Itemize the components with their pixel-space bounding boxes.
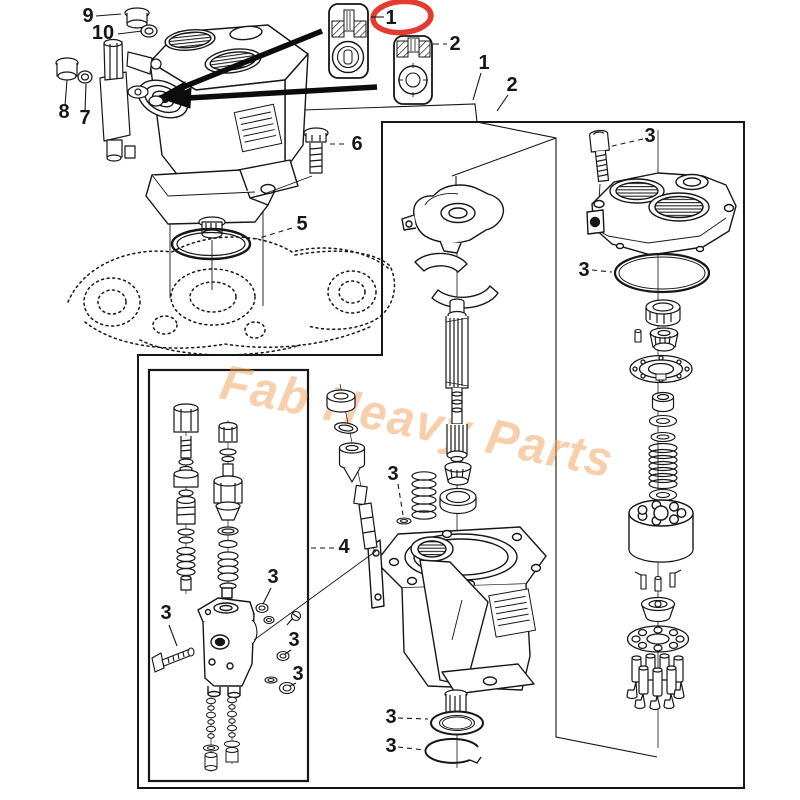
snap-ring-3 bbox=[424, 737, 482, 764]
red-highlight-ellipse bbox=[370, 0, 434, 36]
plug-item8 bbox=[55, 57, 93, 84]
small-washer-3 bbox=[396, 517, 412, 525]
detent-stacks bbox=[203, 696, 240, 772]
valve-body bbox=[197, 587, 258, 699]
callout-3-bolt: 3 bbox=[160, 602, 171, 624]
arrow-plate1-to-port bbox=[174, 28, 324, 93]
bearing-cone-gear bbox=[649, 327, 679, 352]
bearing-shells bbox=[414, 252, 499, 309]
valve-assembly-exploded bbox=[151, 403, 302, 772]
housing-label-plate bbox=[488, 588, 537, 638]
install-arrows bbox=[158, 28, 378, 109]
pump-label-plate bbox=[233, 103, 283, 153]
plug-item9 bbox=[124, 7, 158, 38]
pump-exploded-view bbox=[367, 129, 737, 768]
relief-to-body-leader bbox=[253, 550, 377, 641]
assembled-pump-view bbox=[55, 7, 396, 356]
bolt6-leader bbox=[263, 175, 313, 195]
relief-valve-stack bbox=[253, 383, 378, 641]
spring-washer bbox=[648, 488, 678, 502]
arrow-plate2-to-port bbox=[187, 84, 378, 101]
retainer-cup bbox=[640, 596, 676, 623]
valve-mount-bolt-3 bbox=[151, 647, 195, 673]
end-cover bbox=[586, 172, 737, 256]
callout-3-nut-a: 3 bbox=[267, 566, 278, 588]
cover-o-ring-3 bbox=[613, 252, 711, 294]
callout-5: 5 bbox=[296, 213, 307, 235]
callout-2-box: 2 bbox=[506, 74, 517, 96]
callout-10: 10 bbox=[92, 22, 114, 44]
retainer-plate bbox=[626, 625, 690, 653]
callout-3-plug: 3 bbox=[292, 663, 303, 685]
block-spring bbox=[648, 442, 678, 490]
callout-3-washer: 3 bbox=[387, 463, 398, 485]
shaft-bearing-cup bbox=[439, 487, 477, 515]
callout-3-oring: 3 bbox=[578, 259, 589, 281]
callout-1-box: 1 bbox=[478, 52, 489, 74]
left-valve-stack bbox=[173, 403, 199, 591]
washer-stack bbox=[648, 414, 678, 443]
bias-spring bbox=[411, 471, 437, 520]
piston-group bbox=[626, 653, 685, 711]
callout-6: 6 bbox=[351, 133, 362, 155]
callout-2-plate: 2 bbox=[449, 33, 460, 55]
spacer-cylinder bbox=[651, 391, 675, 413]
dowel-pin bbox=[634, 328, 642, 343]
o-ring-item5 bbox=[170, 227, 252, 261]
drive-shaft bbox=[445, 298, 469, 463]
cam-plate bbox=[629, 354, 693, 384]
right-valve-stack bbox=[213, 421, 243, 590]
cap-screw-3 bbox=[589, 129, 610, 182]
callout-7: 7 bbox=[79, 107, 90, 129]
callout-4: 4 bbox=[338, 536, 350, 558]
seal-plate-item2 bbox=[393, 35, 433, 105]
shaft-seal-3 bbox=[430, 710, 484, 736]
pump-shaft-stub bbox=[198, 216, 226, 239]
callout-3-nut-b: 3 bbox=[288, 629, 299, 651]
callout-9: 9 bbox=[82, 5, 93, 27]
callout-leaders bbox=[64, 13, 644, 751]
bolt-item6 bbox=[303, 127, 329, 174]
block-pins bbox=[634, 569, 682, 592]
seal-plate-item1 bbox=[328, 3, 369, 79]
valve-assembly-inner-box bbox=[147, 368, 310, 783]
callout-3-screw: 3 bbox=[644, 125, 655, 147]
upper-bearing bbox=[645, 299, 681, 327]
shaft-bearing-cone bbox=[444, 461, 472, 486]
control-valve-cluster bbox=[99, 38, 164, 162]
pump-flange bbox=[145, 159, 299, 225]
detail-region-border bbox=[137, 121, 745, 789]
watermark-text: Fab Heavy Parts bbox=[216, 354, 619, 489]
callout-1-circled: 1 bbox=[385, 7, 396, 29]
callout-3-seal: 3 bbox=[385, 706, 396, 728]
valve-small-fasteners bbox=[255, 602, 302, 695]
axle-housing-phantom bbox=[67, 236, 396, 356]
cylinder-block bbox=[628, 499, 694, 563]
callout-8: 8 bbox=[58, 101, 69, 123]
callout-3-snapring: 3 bbox=[385, 735, 396, 757]
swashplate bbox=[401, 184, 505, 254]
